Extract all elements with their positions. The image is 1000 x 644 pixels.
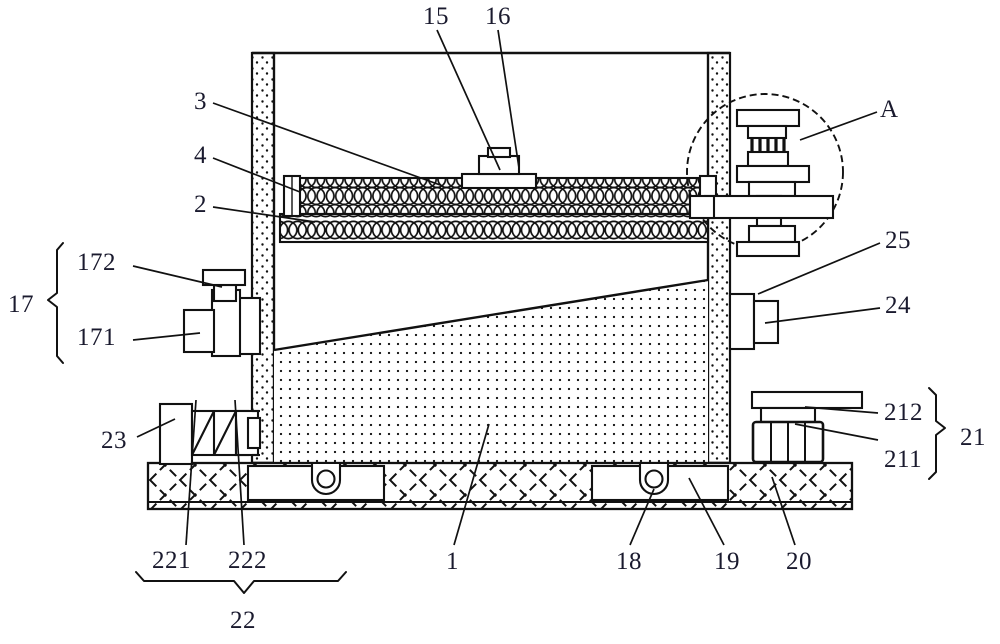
label-23: 23: [101, 427, 127, 454]
leader-l171: [132, 332, 201, 341]
leader-l222: [234, 399, 245, 546]
motor-plate-212: [750, 390, 864, 410]
roller-18-left: [310, 461, 342, 495]
label-17: 17: [8, 291, 34, 318]
label-171: 171: [77, 324, 116, 351]
leader-l19: [688, 477, 725, 546]
label-3: 3: [194, 88, 207, 115]
label-211: 211: [884, 446, 923, 473]
leader-l2: [212, 206, 316, 223]
label-24: 24: [885, 292, 911, 319]
leader-l221: [185, 399, 197, 546]
leader-l20: [771, 476, 796, 546]
label-19: 19: [714, 548, 740, 575]
label-20: 20: [786, 548, 812, 575]
material-fill: [273, 278, 709, 463]
label-22: 22: [230, 607, 256, 634]
label-2: 2: [194, 191, 207, 218]
lower-screen-layer-2: [278, 212, 710, 244]
label-221: 221: [152, 547, 191, 574]
leader-l212: [804, 406, 879, 414]
label-212: 212: [884, 399, 923, 426]
label-1: 1: [446, 548, 459, 575]
leader-lines: [132, 29, 881, 546]
valve-assembly-17: [182, 268, 262, 358]
label-172: 172: [77, 249, 116, 276]
leader-l16: [497, 29, 520, 169]
leader-l18: [629, 488, 655, 546]
leader-l4: [212, 157, 301, 193]
screen-retainer-4: [282, 174, 302, 218]
leader-l172: [132, 265, 223, 288]
label-21: 21: [960, 424, 986, 451]
label-16: 16: [485, 3, 511, 30]
brace-21: [928, 387, 946, 480]
brace-22: [135, 571, 347, 594]
leader-lA: [799, 111, 878, 141]
tank-left-wall: [250, 51, 276, 465]
brace-17: [47, 242, 64, 364]
detail-bolt-assembly: [703, 108, 835, 258]
leader-l1: [453, 423, 490, 546]
label-4: 4: [194, 142, 207, 169]
label-15: 15: [423, 3, 449, 30]
leader-l24: [764, 307, 881, 324]
feed-seat-15: [460, 172, 538, 190]
label-A: A: [880, 96, 899, 123]
side-bracket-23: [158, 402, 194, 466]
motor-211: [751, 406, 825, 464]
mounting-stud-16: [477, 146, 521, 176]
leader-l211: [794, 423, 879, 441]
leader-l3: [212, 102, 444, 187]
roller-18-right: [638, 461, 670, 495]
leader-l15: [436, 29, 501, 171]
side-block-25: [728, 292, 756, 351]
leader-l23: [136, 418, 176, 438]
label-222: 222: [228, 547, 267, 574]
leader-l25: [757, 242, 881, 295]
label-25: 25: [885, 227, 911, 254]
label-18: 18: [616, 548, 642, 575]
screen-shaft: [688, 194, 716, 220]
guide-rod-222: [234, 409, 262, 457]
